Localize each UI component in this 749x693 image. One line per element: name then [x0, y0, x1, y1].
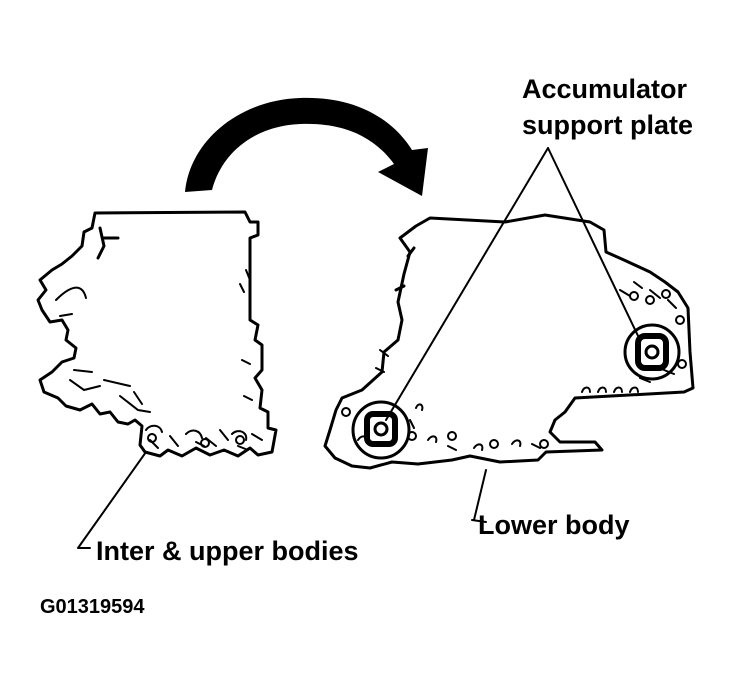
accumulator-plate-left — [351, 400, 411, 460]
leader-lines — [77, 147, 641, 549]
label-inter-upper-bodies: Inter & upper bodies — [96, 536, 359, 566]
rotation-arrow — [185, 97, 428, 196]
accumulator-plate-right — [623, 323, 681, 381]
label-accumulator-line1: Accumulator — [522, 74, 688, 104]
label-accumulator-line2: support plate — [522, 110, 693, 140]
label-lower-body: Lower body — [478, 510, 630, 540]
inter-upper-bodies-drawing — [36, 210, 278, 458]
lower-body-drawing — [323, 213, 695, 470]
figure-id: G01319594 — [40, 596, 145, 618]
